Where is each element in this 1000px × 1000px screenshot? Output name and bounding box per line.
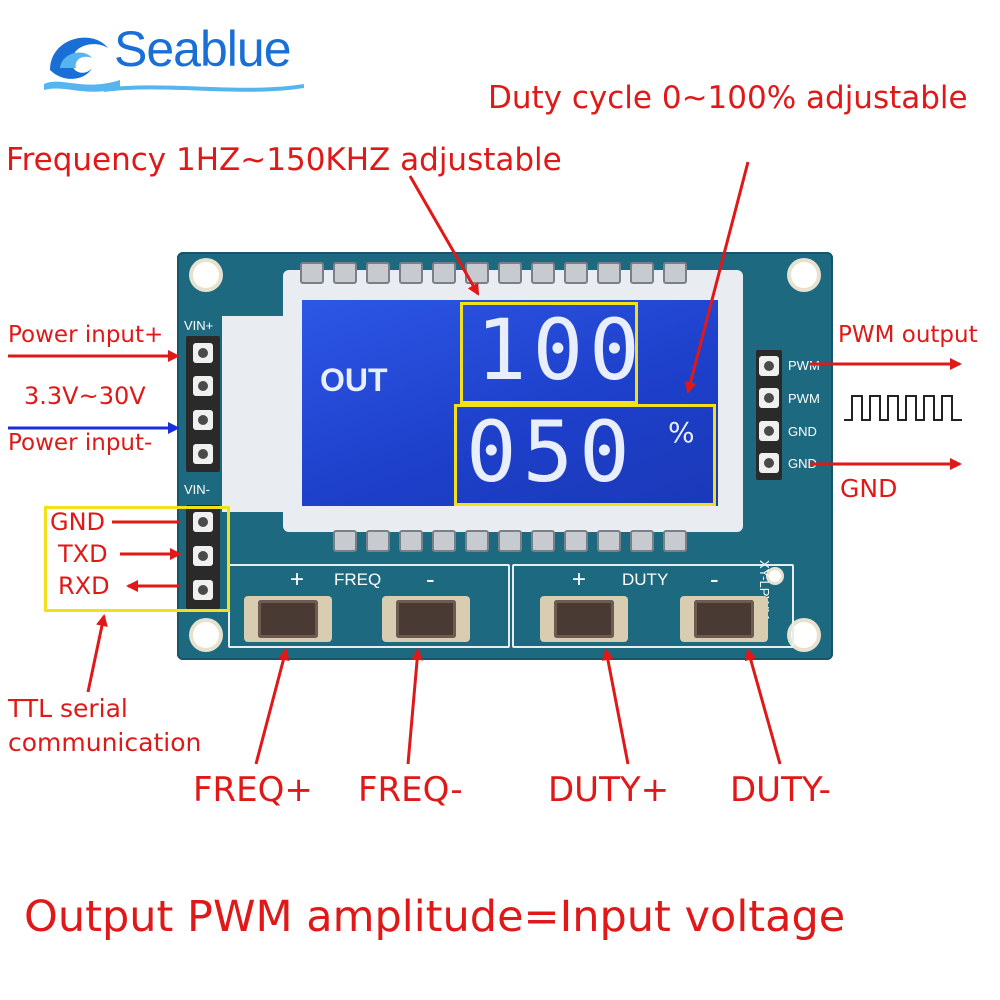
vin-plus-label: VIN+ (184, 318, 214, 333)
pin-label-gnd: GND (788, 424, 817, 439)
power-input-plus-label: Power input+ (8, 322, 164, 348)
lcd-pin (399, 530, 423, 552)
button-cap[interactable] (396, 600, 456, 638)
button-cap[interactable] (554, 600, 614, 638)
duty-minus-annotation: DUTY- (730, 770, 831, 810)
serial-gnd-label: GND (50, 508, 106, 536)
serial-txd-label: TXD (58, 540, 108, 568)
lcd-pin (564, 262, 588, 284)
header-pin (193, 343, 213, 363)
arrow-freq-minus (406, 648, 424, 765)
mount-hole (769, 570, 781, 582)
ttl-label-line1: TTL serial (8, 694, 128, 723)
lcd-pin (531, 530, 555, 552)
serial-rxd-label: RXD (58, 572, 110, 600)
arrow-frequency (408, 175, 480, 296)
lcd-out-label: OUT (320, 362, 388, 398)
frequency-readout: 100 (476, 301, 646, 399)
lcd-pin (630, 530, 654, 552)
arrow-ttl (86, 614, 108, 693)
frequency-annotation: Frequency 1HZ~150KHZ adjustable (6, 142, 562, 178)
lcd-pin (564, 530, 588, 552)
button-cap[interactable] (258, 600, 318, 638)
lcd-pin (498, 530, 522, 552)
lcd-pin (333, 530, 357, 552)
square-wave-icon (844, 395, 962, 421)
mount-hole (193, 622, 219, 648)
lcd-pin (465, 530, 489, 552)
duty-minus-button[interactable] (680, 596, 768, 642)
header-pin (759, 453, 779, 473)
voltage-range-label: 3.3V~30V (24, 382, 146, 410)
seablue-logo: Seablue (42, 18, 304, 98)
header-pin (193, 410, 213, 430)
header-pin (759, 421, 779, 441)
lcd-pin (399, 262, 423, 284)
lcd-pin (663, 262, 687, 284)
duty-group-label: DUTY (622, 570, 669, 589)
arrow-duty (684, 161, 750, 394)
lcd-pin (498, 262, 522, 284)
freq-plus-sign: + (290, 566, 305, 593)
brand-name: Seablue (114, 21, 291, 77)
frequency-highlight-box (460, 302, 638, 404)
freq-plus-button[interactable] (244, 596, 332, 642)
header-pin (193, 580, 213, 600)
header-pin (193, 376, 213, 396)
freq-group-label: FREQ (334, 570, 382, 589)
arrow-duty-minus (744, 648, 782, 765)
lcd-pin (366, 262, 390, 284)
mount-hole (193, 262, 219, 288)
duty-button-group (512, 564, 794, 648)
lcd-pin (597, 530, 621, 552)
duty-readout: 050 (466, 403, 636, 501)
duty-highlight-box (454, 404, 716, 506)
lcd-pin (366, 530, 390, 552)
footer-caption: Output PWM amplitude=Input voltage (24, 892, 846, 942)
pin-label-gnd: GND (788, 456, 817, 471)
freq-minus-annotation: FREQ- (358, 770, 463, 810)
duty-plus-annotation: DUTY+ (548, 770, 670, 810)
header-pin (193, 512, 213, 532)
lcd-pin (432, 530, 456, 552)
mount-hole (791, 262, 817, 288)
ttl-label-line2: communication (8, 728, 202, 757)
wave-logo-icon (44, 37, 120, 92)
freq-minus-button[interactable] (382, 596, 470, 642)
header-pin (193, 444, 213, 464)
lcd-pin (597, 262, 621, 284)
lcd-pin (432, 262, 456, 284)
duty-unit: % (668, 416, 695, 449)
lcd-pin (300, 262, 324, 284)
freq-minus-sign: - (426, 564, 435, 594)
button-cap[interactable] (694, 600, 754, 638)
duty-minus-sign: - (710, 564, 719, 594)
pin-label-pwm: PWM (788, 358, 820, 373)
power-input-minus-label: Power input- (8, 430, 153, 456)
duty-plus-sign: + (572, 566, 587, 593)
serial-highlight-box (44, 506, 230, 612)
lcd-pin (630, 262, 654, 284)
gnd-output-label: GND (840, 474, 898, 503)
logo-underline-icon (104, 84, 304, 92)
lcd-pin (663, 530, 687, 552)
duty-plus-button[interactable] (540, 596, 628, 642)
vin-minus-label: VIN- (184, 482, 210, 497)
header-pin (759, 388, 779, 408)
lcd-pin (333, 262, 357, 284)
pin-label-pwm: PWM (788, 391, 820, 406)
arrow-freq-plus (254, 648, 290, 765)
lcd-pin (531, 262, 555, 284)
arrow-duty-plus (602, 648, 630, 765)
mount-hole (791, 622, 817, 648)
lcd-backlight-edge (222, 316, 302, 512)
freq-plus-annotation: FREQ+ (193, 770, 313, 810)
pwm-output-label: PWM output (838, 322, 978, 348)
duty-cycle-annotation: Duty cycle 0~100% adjustable (488, 80, 968, 116)
header-pin (193, 546, 213, 566)
header-pin (759, 356, 779, 376)
